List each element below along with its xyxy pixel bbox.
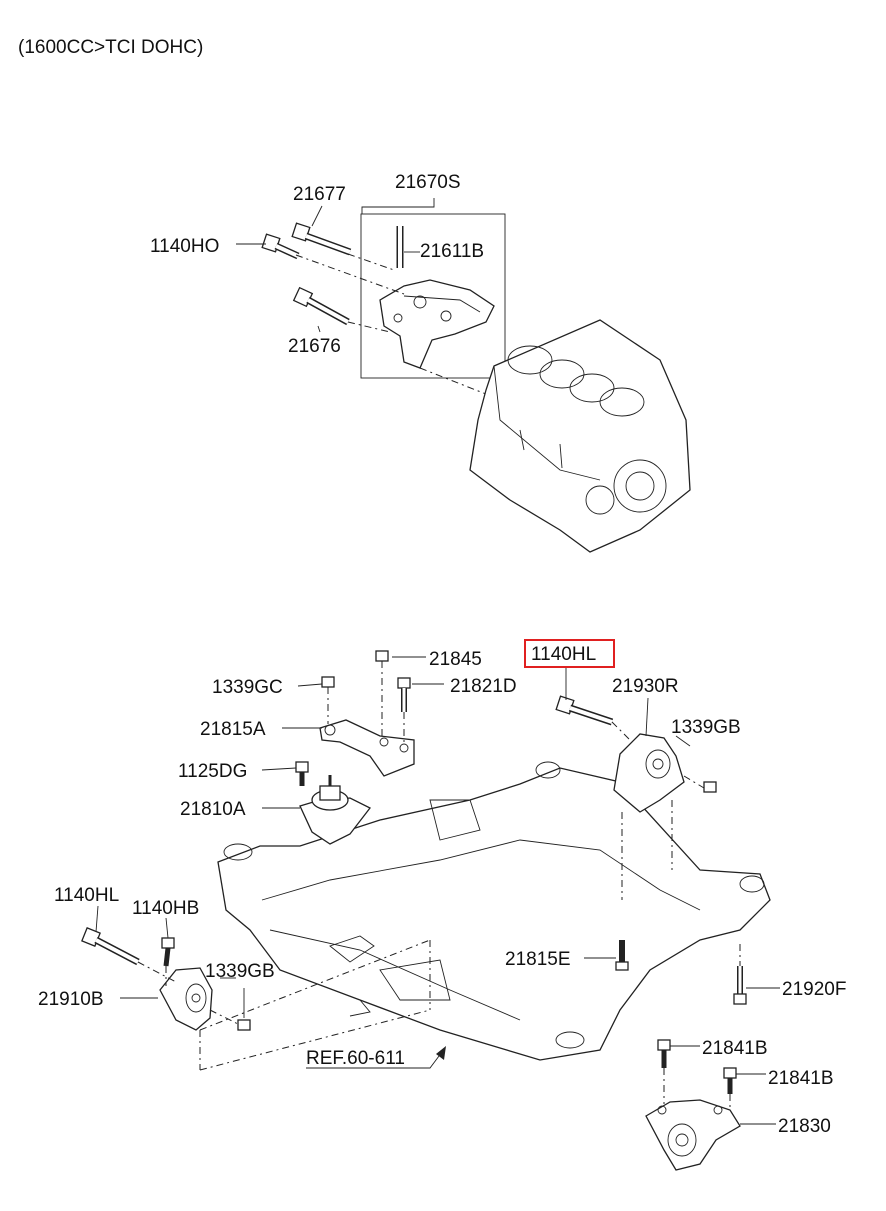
engine-variant-header: (1600CC>TCI DOHC)	[18, 37, 203, 58]
mount-21810A[interactable]	[299, 775, 371, 845]
mount-21830[interactable]	[645, 1099, 741, 1171]
engine-mount-bracket-assembly	[236, 198, 506, 399]
callout-1140HL-top[interactable]: 1140HL	[531, 644, 596, 665]
highlight-box-1140HL	[524, 639, 615, 668]
bolt-1140HL-left[interactable]	[81, 927, 140, 966]
callout-21815E[interactable]: 21815E	[505, 949, 571, 970]
callout-1339GB-left[interactable]: 1339GB	[205, 961, 275, 982]
callout-21830[interactable]: 21830	[778, 1116, 831, 1137]
nut-1339GB-left[interactable]	[237, 1019, 251, 1031]
nut-1339GB-right[interactable]	[703, 781, 717, 793]
bolt-21677[interactable]	[291, 222, 352, 256]
bracket-21815A[interactable]	[319, 719, 415, 777]
callout-21841B-b[interactable]: 21841B	[768, 1068, 834, 1089]
bracket-21670S[interactable]	[379, 279, 495, 369]
bolt-21841B-a[interactable]	[657, 1039, 671, 1068]
engine-block	[469, 319, 691, 553]
callout-21930R[interactable]: 21930R	[612, 676, 679, 697]
group-box-21670S	[360, 213, 506, 379]
callout-21676[interactable]: 21676	[288, 336, 341, 357]
mount-21910B[interactable]	[159, 967, 213, 1031]
callout-21910B[interactable]: 21910B	[38, 989, 104, 1010]
nut-1339GC[interactable]	[321, 676, 335, 688]
bolt-1140HO[interactable]	[261, 233, 300, 260]
nut-21845[interactable]	[375, 650, 389, 662]
mount-21930R[interactable]	[613, 733, 685, 813]
callout-1339GC[interactable]: 1339GC	[212, 677, 283, 698]
bolt-1140HL-top[interactable]	[555, 695, 614, 726]
callout-1140HB[interactable]: 1140HB	[132, 898, 199, 919]
callout-1140HL-left[interactable]: 1140HL	[54, 885, 119, 906]
bolt-21841B-b[interactable]	[723, 1067, 737, 1094]
callout-21845[interactable]: 21845	[429, 649, 482, 670]
callout-ref-60-611[interactable]: REF.60-611	[306, 1048, 405, 1069]
bolt-1125DG[interactable]	[295, 761, 309, 786]
callout-21920F[interactable]: 21920F	[782, 979, 846, 1000]
callout-21670S[interactable]: 21670S	[395, 172, 461, 193]
callout-1339GB-right[interactable]: 1339GB	[671, 717, 741, 738]
callout-21611B[interactable]: 21611B	[420, 241, 484, 262]
ref-leader	[306, 1051, 443, 1069]
callout-21815A[interactable]: 21815A	[200, 719, 266, 740]
bolt-21821D[interactable]	[397, 677, 411, 712]
callout-21841B-a[interactable]: 21841B	[702, 1038, 768, 1059]
bolt-21676[interactable]	[292, 286, 350, 326]
bolt-1140HB[interactable]	[161, 937, 175, 967]
ref-arrowhead	[436, 1046, 446, 1060]
callout-21810A[interactable]: 21810A	[180, 799, 246, 820]
callout-1140HO[interactable]: 1140HO	[150, 236, 219, 257]
callout-21677[interactable]: 21677	[293, 184, 346, 205]
callout-21821D[interactable]: 21821D	[450, 676, 517, 697]
subframe-assembly	[217, 761, 771, 1061]
bolt-21815E[interactable]	[615, 940, 629, 971]
bolt-21920F[interactable]	[733, 966, 747, 1005]
callout-1125DG[interactable]: 1125DG	[178, 761, 247, 782]
